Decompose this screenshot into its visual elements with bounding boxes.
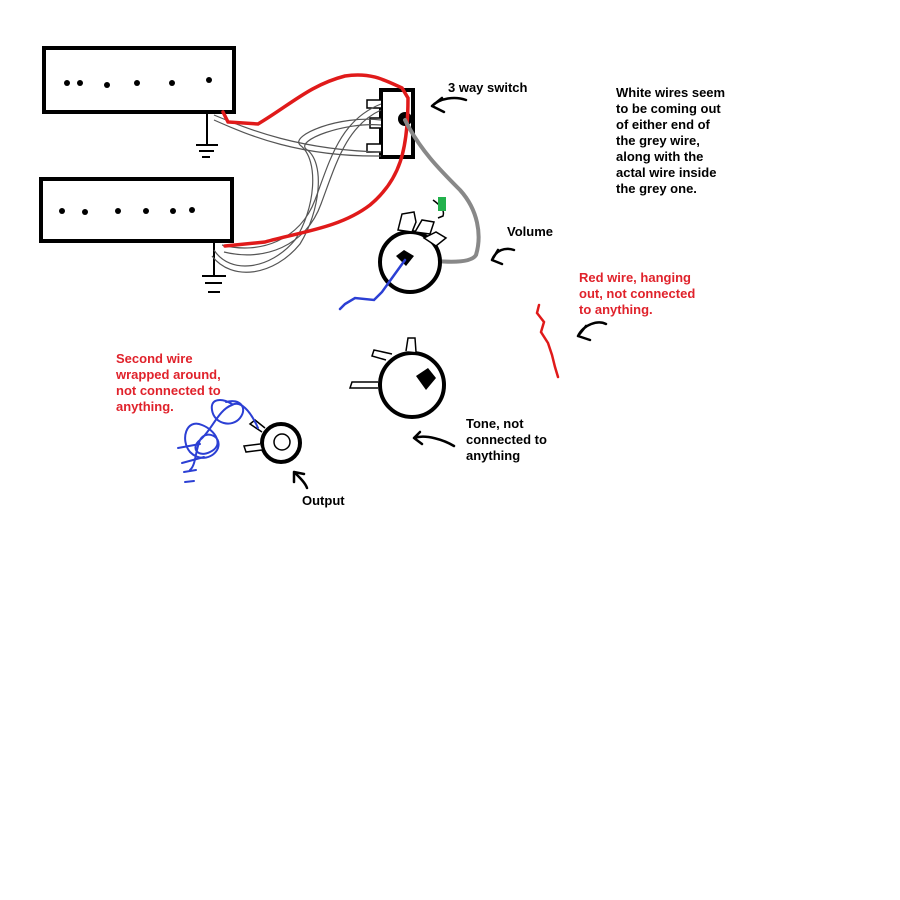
loose-red-wire (535, 303, 560, 379)
volume-pot-wiper (396, 250, 414, 266)
ground-symbol-icon (196, 113, 218, 158)
switch-label: 3 way switch (448, 80, 528, 95)
blue-wire-wrapped (177, 399, 259, 483)
curved-arrow-icon (430, 96, 468, 114)
green-wire (438, 197, 446, 211)
tone-pot-knob-mark (416, 368, 436, 390)
white-wires (211, 103, 382, 273)
pickup-bridge (39, 177, 234, 243)
grey-wire (403, 118, 481, 264)
red-wire-note: Red wire, hanging out, not connected to … (579, 270, 696, 317)
pickup-neck-pole-pieces (64, 77, 212, 88)
pickup-neck (42, 46, 236, 114)
pickup-bridge-pole-pieces (59, 207, 195, 215)
curved-arrow-icon (490, 247, 516, 266)
ground-symbol-icon (202, 243, 226, 293)
switch-lugs (366, 99, 381, 153)
curved-arrow-icon (576, 321, 608, 342)
output-label: Output (302, 493, 345, 508)
tone-pot (348, 337, 446, 419)
red-wire (221, 73, 410, 248)
tone-note: Tone, not connected to anything (466, 416, 547, 463)
volume-label: Volume (507, 224, 553, 239)
volume-pot (378, 197, 448, 294)
second-wire-note: Second wire wrapped around, not connecte… (116, 351, 221, 414)
white-wires-note: White wires seem to be coming out of eit… (616, 85, 726, 196)
blue-wire-volume (338, 258, 407, 311)
curved-arrow-icon (292, 470, 309, 490)
tone-pot-lugs (348, 337, 417, 389)
curved-arrow-icon (412, 430, 456, 448)
output-jack (242, 419, 302, 464)
